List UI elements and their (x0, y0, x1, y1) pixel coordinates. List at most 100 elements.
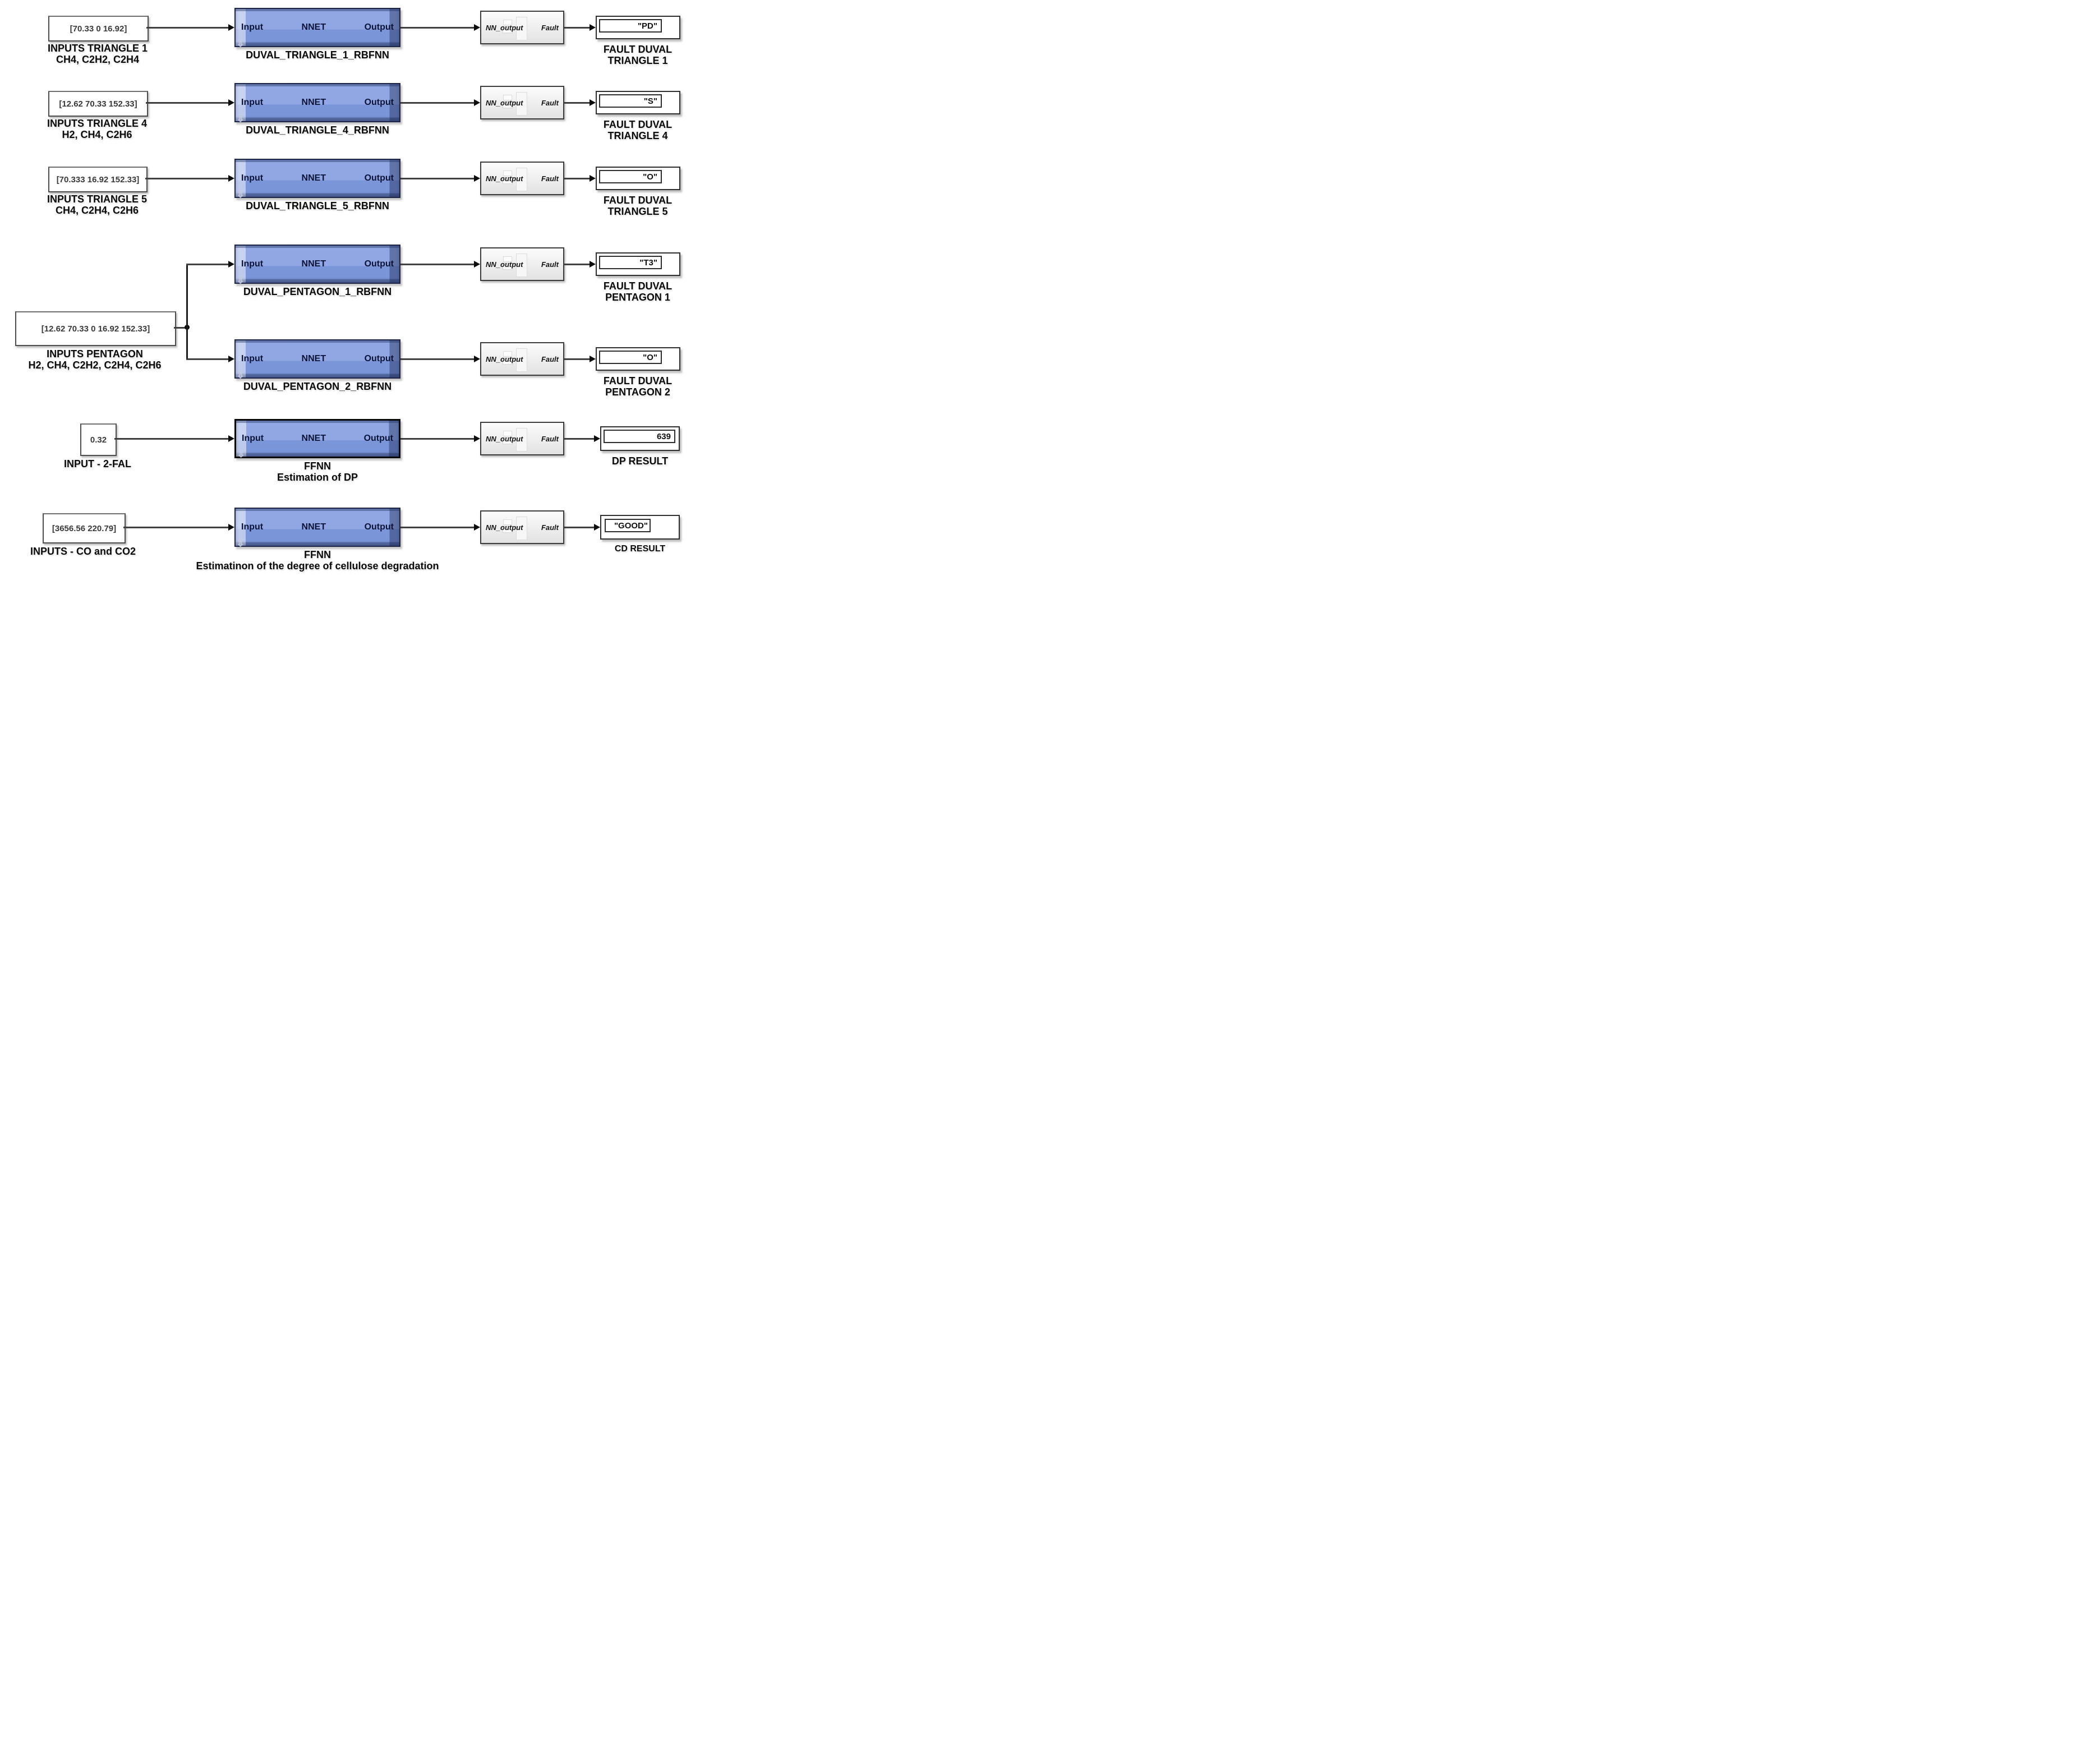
down-arrow-icon: ⇩ (237, 190, 245, 200)
subsystem-icon (503, 348, 527, 372)
arrowhead-icon (474, 261, 480, 268)
subsystem-icon (503, 254, 527, 277)
arrowhead-icon (228, 524, 234, 531)
nnet-label-triangle1: DUVAL_TRIANGLE_1_RBFNN (246, 49, 389, 61)
source-value-co-co2: [3656.56 220.79] (52, 523, 117, 533)
nnet-block-duval-pentagon-1[interactable]: Input NNET Output ⇩ (234, 245, 400, 285)
display-label-cd-result: CD RESULT (614, 544, 666, 554)
wire (114, 438, 229, 440)
source-block-2fal[interactable]: 0.32 (80, 423, 117, 456)
source-label-co-co2: INPUTS - CO and CO2 (30, 546, 136, 557)
source-block-triangle1[interactable]: [70.33 0 16.92] (48, 16, 149, 42)
nn-output-port-label: NN_output (486, 174, 523, 183)
nnet-label-triangle4: DUVAL_TRIANGLE_4_RBFNN (246, 125, 389, 136)
nn-output-block-triangle1[interactable]: NN_output Fault (480, 11, 564, 44)
nnet-port-label: NNET (301, 98, 326, 107)
display-value: "S" (643, 96, 657, 106)
input-port-label: Input (241, 22, 264, 32)
wire (564, 438, 595, 440)
wire (146, 102, 229, 104)
output-port-label: Output (364, 259, 394, 269)
display-block-cd-result[interactable]: "GOOD" (600, 515, 680, 540)
fault-port-label: Fault (541, 23, 559, 32)
nnet-label-pentagon1: DUVAL_PENTAGON_1_RBFNN (243, 286, 392, 297)
down-arrow-icon: ⇩ (237, 371, 245, 380)
input-port-label: Input (242, 434, 264, 443)
nn-output-port-label: NN_output (486, 434, 523, 443)
display-value: "GOOD" (614, 520, 648, 531)
display-value: "T3" (639, 257, 657, 268)
display-value: 639 (656, 431, 671, 441)
display-block-fault-triangle5[interactable]: "O" (596, 167, 680, 190)
source-value-pentagon: [12.62 70.33 0 16.92 152.33] (41, 324, 150, 334)
nn-output-block-dp[interactable]: NN_output Fault (480, 422, 564, 455)
nnet-port-label: NNET (301, 434, 326, 443)
wire (123, 527, 229, 528)
arrowhead-icon (228, 435, 234, 442)
nnet-block-ffnn-cd[interactable]: Input NNET Output ⇩ (234, 508, 400, 549)
source-block-co-co2[interactable]: [3656.56 220.79] (43, 513, 126, 543)
output-port-label: Output (364, 173, 394, 183)
wire (564, 527, 595, 528)
arrowhead-icon (594, 435, 600, 442)
source-value-triangle4: [12.62 70.33 152.33] (59, 99, 137, 109)
nnet-block-duval-triangle-1[interactable]: Input NNET Output ⇩ (234, 8, 400, 49)
arrowhead-icon (228, 356, 234, 362)
source-block-pentagon[interactable]: [12.62 70.33 0 16.92 152.33] (15, 311, 176, 346)
nnet-block-duval-triangle-4[interactable]: Input NNET Output ⇩ (234, 83, 400, 124)
subsystem-icon (503, 17, 527, 40)
nn-output-block-triangle4[interactable]: NN_output Fault (480, 86, 564, 119)
nnet-label-pentagon2: DUVAL_PENTAGON_2_RBFNN (243, 381, 392, 392)
down-arrow-icon: ⇩ (237, 539, 245, 549)
wire (564, 264, 591, 265)
wire (400, 358, 475, 360)
source-block-triangle4[interactable]: [12.62 70.33 152.33] (48, 91, 148, 117)
fault-port-label: Fault (541, 434, 559, 443)
display-block-fault-pentagon1[interactable]: "T3" (596, 252, 680, 276)
wire-vertical (186, 264, 188, 360)
wire (186, 358, 229, 360)
nnet-block-duval-triangle-5[interactable]: Input NNET Output ⇩ (234, 159, 400, 200)
arrowhead-icon (474, 435, 480, 442)
down-arrow-icon: ⇩ (237, 114, 245, 124)
source-value-triangle5: [70.333 16.92 152.33] (56, 174, 140, 185)
nnet-port-label: NNET (301, 522, 326, 532)
input-port-label: Input (241, 354, 264, 363)
subsystem-icon (503, 92, 527, 116)
source-block-triangle5[interactable]: [70.333 16.92 152.33] (48, 167, 148, 192)
arrowhead-icon (594, 524, 600, 531)
display-block-fault-triangle4[interactable]: "S" (596, 91, 680, 114)
display-value: "O" (643, 172, 657, 182)
output-port-label: Output (364, 98, 394, 107)
input-port-label: Input (241, 98, 264, 107)
display-block-fault-triangle1[interactable]: "PD" (596, 16, 680, 39)
arrowhead-icon (590, 356, 596, 362)
wire (564, 102, 591, 104)
subsystem-icon (503, 168, 527, 191)
arrowhead-icon (474, 524, 480, 531)
down-arrow-icon: ⇩ (237, 39, 245, 49)
nnet-block-duval-pentagon-2[interactable]: Input NNET Output ⇩ (234, 339, 400, 380)
wire (564, 27, 591, 29)
display-block-fault-pentagon2[interactable]: "O" (596, 347, 680, 371)
nn-output-port-label: NN_output (486, 98, 523, 107)
nn-output-block-pentagon1[interactable]: NN_output Fault (480, 247, 564, 281)
wire (145, 178, 229, 179)
nnet-block-ffnn-dp[interactable]: Input NNET Output ⇩ (234, 419, 400, 459)
nnet-port-label: NNET (301, 259, 326, 269)
fault-port-label: Fault (541, 260, 559, 269)
nn-output-block-pentagon2[interactable]: NN_output Fault (480, 342, 564, 376)
output-port-label: Output (364, 522, 394, 532)
source-value-triangle1: [70.33 0 16.92] (70, 24, 127, 34)
nn-output-block-triangle5[interactable]: NN_output Fault (480, 162, 564, 195)
arrowhead-icon (590, 99, 596, 106)
nn-output-block-cd[interactable]: NN_output Fault (480, 510, 564, 544)
display-block-dp-result[interactable]: 639 (600, 426, 680, 451)
